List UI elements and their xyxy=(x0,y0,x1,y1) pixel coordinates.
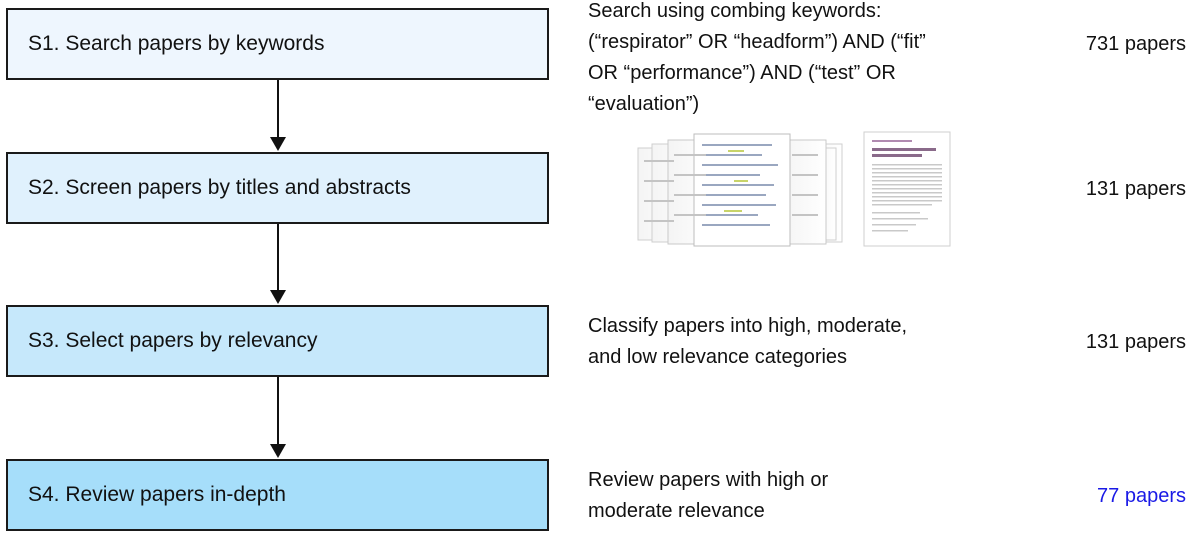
desc-line: “evaluation”) xyxy=(588,93,700,115)
step-s1-box: S1. Search papers by keywords xyxy=(6,8,549,80)
paper-thumbnails-illustration xyxy=(637,131,951,247)
step-s2-box: S2. Screen papers by titles and abstract… xyxy=(6,152,549,224)
desc-line: Classify papers into high, moderate, xyxy=(588,315,908,337)
abstract-page xyxy=(863,131,951,247)
step-s3-description: Classify papers into high, moderate, and… xyxy=(588,311,988,373)
step-s4-label: S4. Review papers in-depth xyxy=(28,483,286,506)
step-s3-box: S3. Select papers by relevancy xyxy=(6,305,549,377)
step-s1-count: 731 papers xyxy=(1085,33,1186,55)
step-s2-label: S2. Screen papers by titles and abstract… xyxy=(28,176,411,199)
desc-line: OR “performance”) AND (“test” OR xyxy=(588,62,896,84)
step-s3-label: S3. Select papers by relevancy xyxy=(28,329,318,352)
step-s4-description: Review papers with high or moderate rele… xyxy=(588,465,988,527)
desc-line: Review papers with high or xyxy=(588,469,829,491)
step-s1-description: Search using combing keywords: (“respira… xyxy=(588,0,988,120)
arrow-s2-s3 xyxy=(270,224,286,305)
step-s2-count: 131 papers xyxy=(1085,178,1186,200)
search-result-pages xyxy=(637,133,843,247)
desc-line: and low relevance categories xyxy=(588,346,848,368)
arrow-s1-s2 xyxy=(270,80,286,152)
step-s4-box: S4. Review papers in-depth xyxy=(6,459,549,531)
desc-line: Search using combing keywords: xyxy=(588,0,882,22)
step-s1-label: S1. Search papers by keywords xyxy=(28,32,325,55)
step-s3-count: 131 papers xyxy=(1085,331,1186,353)
desc-line: (“respirator” OR “headform”) AND (“fit” xyxy=(588,31,926,53)
desc-line: moderate relevance xyxy=(588,500,765,522)
step-s4-count: 77 papers xyxy=(1097,485,1186,507)
arrow-s3-s4 xyxy=(270,377,286,459)
